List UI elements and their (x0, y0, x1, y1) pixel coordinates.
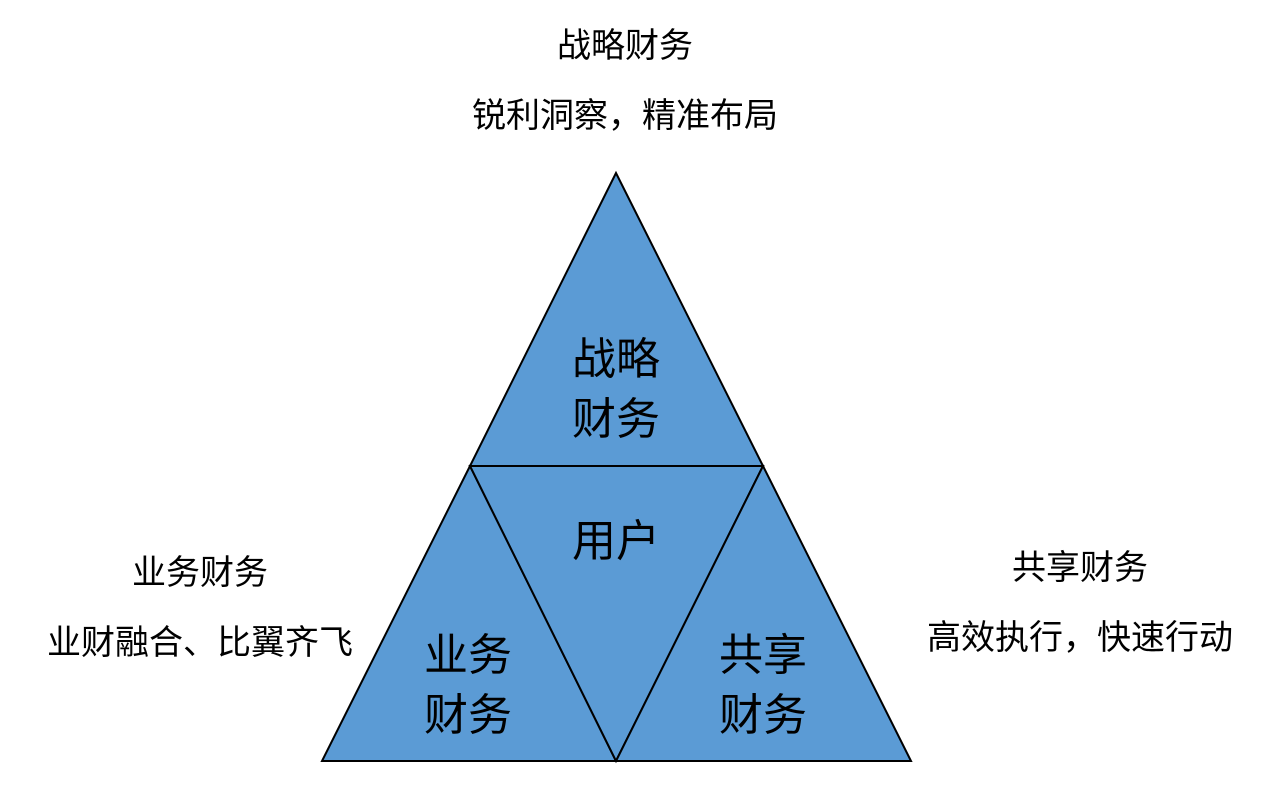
label-line: 业务 (424, 630, 512, 681)
caption-title: 战略财务 (557, 26, 693, 66)
triangle-center-label: 用户 (556, 512, 676, 572)
caption-subtitle: 锐利洞察，精准布局 (472, 96, 778, 136)
strategic-finance-caption: 战略财务 锐利洞察，精准布局 (440, 26, 810, 136)
label-line: 共享 (719, 630, 807, 681)
label-line: 财务 (424, 690, 512, 741)
caption-title: 共享财务 (1012, 548, 1148, 588)
label-line: 战略 (572, 334, 660, 385)
business-finance-caption: 业务财务 业财融合、比翼齐飞 (10, 553, 390, 663)
triangle-bottom-right (614, 463, 913, 762)
caption-subtitle: 高效执行，快速行动 (927, 618, 1233, 658)
label-line: 财务 (719, 690, 807, 741)
caption-title: 业务财务 (132, 553, 268, 593)
triangle-bottom-right-label: 共享 财务 (703, 626, 823, 746)
triangle-bottom-left-label: 业务 财务 (408, 626, 528, 746)
caption-subtitle: 业财融合、比翼齐飞 (47, 623, 353, 663)
label-line: 用户 (572, 516, 660, 567)
label-line: 财务 (572, 394, 660, 445)
triangle-top-label: 战略 财务 (556, 330, 676, 450)
shared-finance-caption: 共享财务 高效执行，快速行动 (900, 548, 1260, 658)
